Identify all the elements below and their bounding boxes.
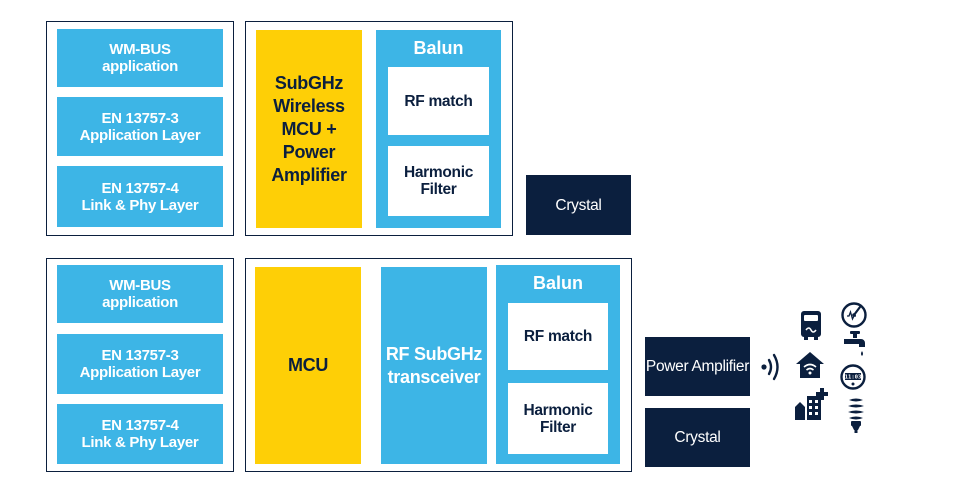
- gas-meter-icon: [801, 311, 821, 340]
- top-application-layer-block: EN 13757-3 Application Layer: [57, 97, 223, 156]
- top-balun-title: Balun: [413, 38, 464, 58]
- top-link-phy-layer-block: EN 13757-4 Link & Phy Layer: [57, 166, 223, 227]
- bottom-balun-title: Balun: [532, 273, 583, 293]
- water-tap-icon: [844, 331, 865, 356]
- bottom-crystal-block: Crystal: [645, 408, 750, 467]
- bottom-wmbus-application-block: WM-BUS application: [57, 265, 223, 323]
- top-harmonic-filter-block: Harmonic Filter: [388, 146, 489, 216]
- bottom-link-phy-layer-block: EN 13757-4 Link & Phy Layer: [57, 404, 223, 464]
- meter-display-text: 11:03: [845, 375, 862, 381]
- cfl-light-bulb-icon: [848, 398, 864, 433]
- hospital-building-icon: [795, 388, 828, 420]
- bottom-harmonic-filter-block: Harmonic Filter: [508, 383, 608, 454]
- wireless-signal-icon: [761, 353, 779, 381]
- top-subghz-wireless-mcu-pa-block: SubGHz Wireless MCU + Power Amplifier: [256, 30, 362, 228]
- smart-home-icon: [796, 352, 824, 378]
- top-crystal-block: Crystal: [526, 175, 631, 235]
- power-amplifier-block: Power Amplifier: [645, 337, 750, 396]
- bottom-rf-match-block: RF match: [508, 303, 608, 370]
- top-wmbus-application-block: WM-BUS application: [57, 29, 223, 87]
- bottom-rf-subghz-transceiver-block: RF SubGHz transceiver: [381, 267, 487, 464]
- bottom-application-layer-block: EN 13757-3 Application Layer: [57, 334, 223, 394]
- top-rf-match-block: RF match: [388, 67, 489, 135]
- bottom-mcu-block: MCU: [255, 267, 361, 464]
- gauge-meter-icon: [841, 302, 867, 328]
- electricity-meter-icon: 11:03: [840, 364, 866, 390]
